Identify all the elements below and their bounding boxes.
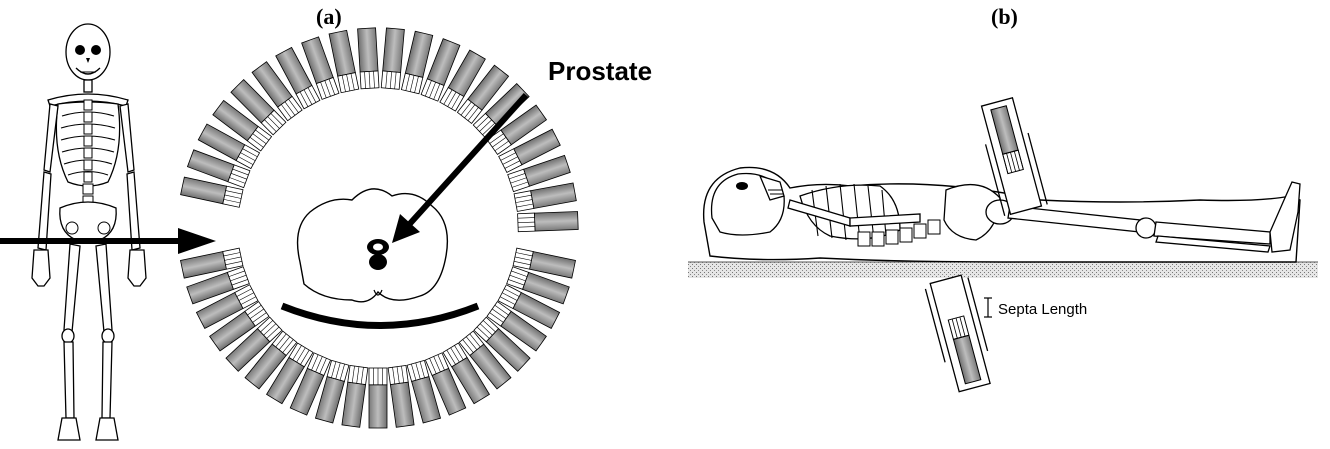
septa-length-bracket [984,298,992,317]
patient-table [688,262,1318,278]
detector-block [518,212,579,232]
panel-label-a: (a) [316,4,342,29]
septa-length-label: Septa Length [998,301,1087,318]
detector-block [381,28,404,89]
rectum-organ [369,254,387,270]
detector-ring [180,28,578,428]
detector-block [358,28,379,89]
lower-detector-module [924,274,995,394]
standing-skeleton [32,24,146,440]
prostate-organ [367,239,389,255]
prostate-label: Prostate [548,56,652,86]
patient-table-arc [282,306,478,326]
panel-label-b: (b) [991,4,1018,29]
detector-block [369,368,387,428]
